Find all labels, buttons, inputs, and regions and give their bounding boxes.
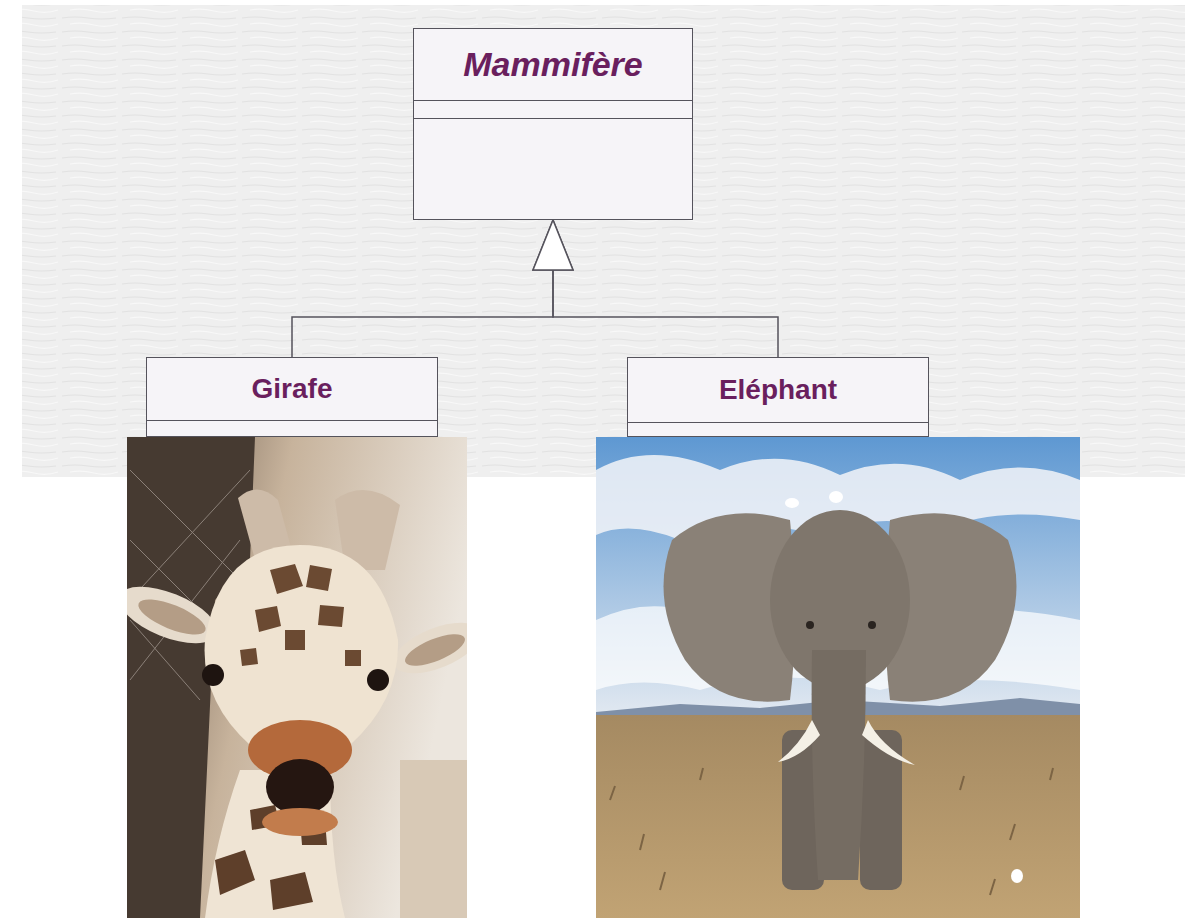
lower-lip	[262, 808, 338, 836]
elephant-photo	[596, 437, 1080, 918]
egret	[785, 498, 799, 508]
class-name: Eléphant	[719, 374, 837, 406]
right-ear	[387, 612, 467, 684]
hollow-triangle	[533, 220, 573, 270]
giraffe-photo	[127, 437, 467, 918]
compartment-line	[628, 422, 928, 423]
right-eye	[868, 621, 876, 629]
compartment-line	[414, 118, 692, 119]
left-eye	[806, 621, 814, 629]
photo-background	[127, 437, 467, 918]
egret	[1011, 869, 1023, 883]
right-tusk	[862, 720, 915, 765]
right-ear-inner	[401, 628, 467, 672]
connector-line	[553, 270, 778, 357]
egret	[829, 491, 843, 503]
class-box: Mammifère	[413, 28, 693, 220]
trunk	[812, 650, 866, 880]
open-mouth	[266, 759, 334, 815]
right-eye	[367, 669, 389, 691]
connector-line	[292, 270, 553, 357]
name-compartment: Eléphant	[628, 358, 928, 422]
giraffe-face	[205, 545, 399, 745]
name-compartment: Mammifère	[414, 29, 692, 100]
name-compartment: Girafe	[147, 358, 437, 420]
left-ear-inner	[134, 592, 210, 641]
compartment-line	[414, 100, 692, 101]
left-tusk	[778, 720, 820, 762]
class-box: Eléphant	[627, 357, 929, 437]
blurred-background	[400, 760, 467, 918]
hollow-triangle	[533, 220, 573, 270]
class-name: Mammifère	[463, 45, 643, 84]
class-name: Girafe	[252, 373, 333, 405]
generalization-arrow	[533, 220, 778, 357]
compartment-line	[147, 420, 437, 421]
class-box: Girafe	[146, 357, 438, 437]
left-eye	[202, 664, 224, 686]
textured-ground	[22, 5, 1185, 477]
generalization-arrow	[292, 220, 573, 357]
face-spots	[240, 564, 361, 666]
